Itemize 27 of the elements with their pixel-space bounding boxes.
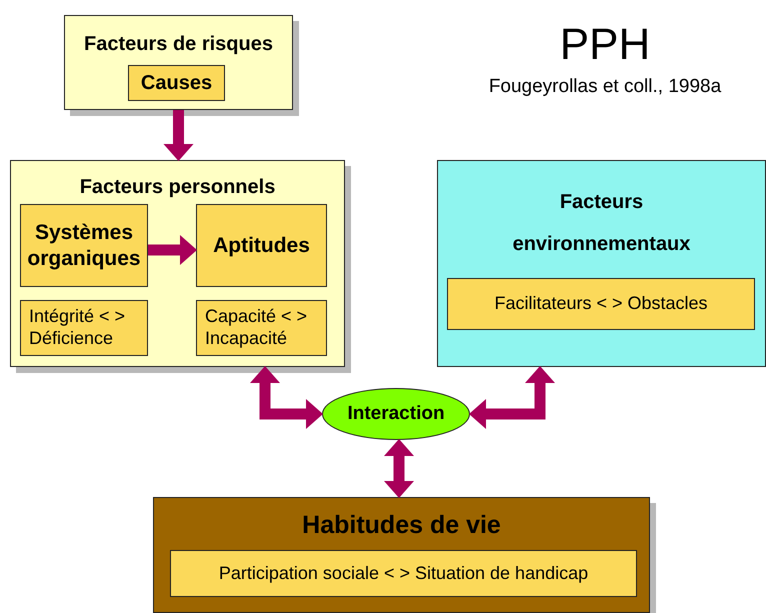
- block-arrow: [148, 235, 197, 265]
- process-box: [447, 278, 755, 330]
- box-label: Participation sociale < > Situation de handicap: [218, 562, 588, 584]
- process-box: [196, 204, 327, 287]
- process-box: [20, 204, 148, 287]
- process-box: [437, 160, 766, 367]
- box-heading: Habitudes de vie: [302, 510, 501, 540]
- box-heading: Facteurs personnels: [80, 175, 276, 199]
- block-arrow: [384, 439, 414, 498]
- process-box: [196, 300, 327, 356]
- citation-note: Fougeyrollas et coll., 1998a: [488, 76, 722, 98]
- box-label: Systèmes organiques: [27, 220, 141, 271]
- box-heading: Facteurs environnementaux: [512, 190, 692, 257]
- box-label: Capacité < > Incapacité: [205, 306, 308, 350]
- process-box: [20, 300, 148, 356]
- box-heading: Facteurs de risques: [84, 32, 273, 56]
- box-label: Interaction: [347, 402, 445, 426]
- block-arrow: [164, 110, 194, 161]
- box-label: Aptitudes: [213, 232, 310, 258]
- process-box: [170, 550, 637, 597]
- box-label: Intégrité < > Déficience: [29, 306, 126, 350]
- block-arrow: [250, 366, 323, 429]
- process-box: [128, 65, 225, 101]
- block-arrow: [469, 366, 555, 429]
- diagram-title: PPH: [558, 20, 652, 70]
- box-label: Facilitateurs < > Obstacles: [494, 293, 708, 315]
- box-label: Causes: [140, 71, 212, 95]
